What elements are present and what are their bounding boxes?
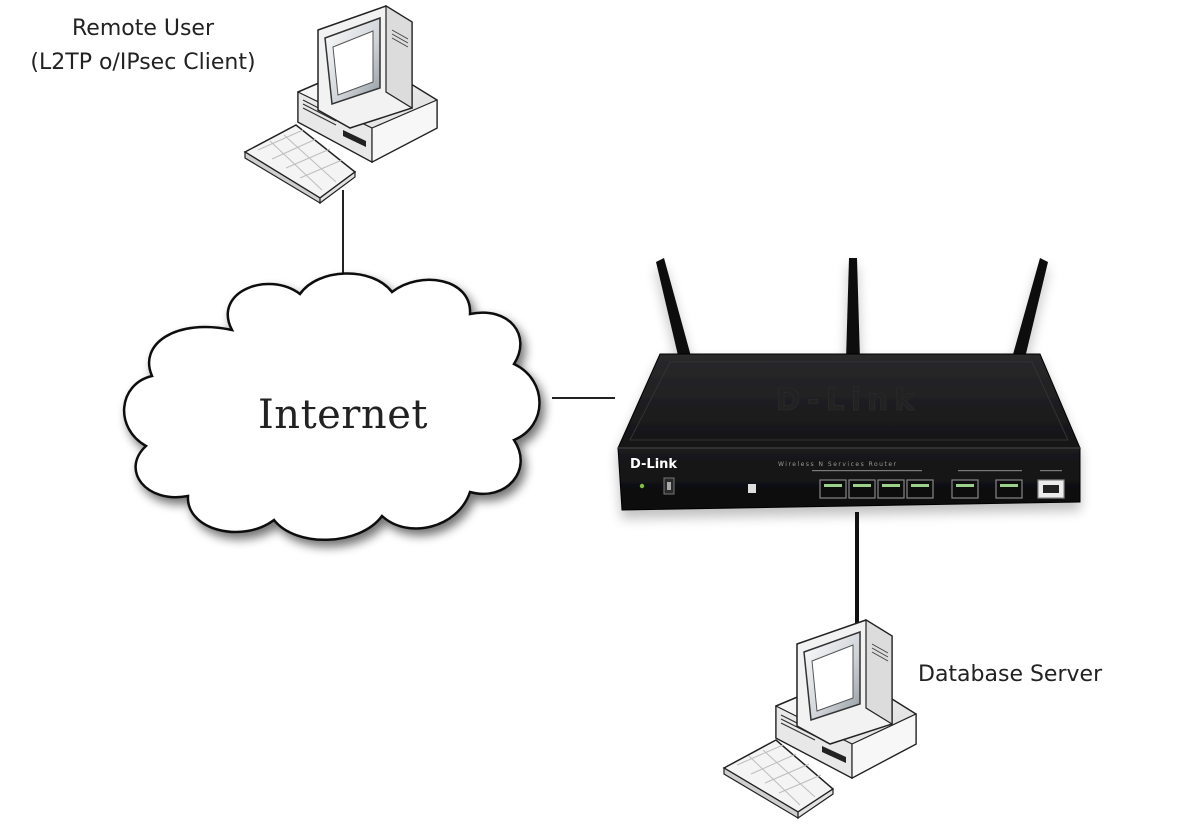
database-server-computer-icon (722, 618, 917, 820)
internet-cloud-icon (122, 272, 541, 541)
remote-user-label-line2: (L2TP o/IPsec Client) (30, 50, 256, 75)
remote-user-label-line1: Remote User (71, 16, 215, 41)
remote-user-computer-icon (243, 4, 438, 205)
router-icon: D-Link D-Link Wireless N Services Router (617, 258, 1081, 511)
remote-user-label: Remote User (L2TP o/IPsec Client) (18, 12, 268, 80)
internet-label: Internet (258, 392, 428, 438)
svg-text:D-Link: D-Link (776, 383, 921, 418)
database-server-label: Database Server (918, 662, 1103, 687)
router-brand: D-Link (630, 457, 677, 472)
router-panel-text: Wireless N Services Router (778, 461, 898, 468)
